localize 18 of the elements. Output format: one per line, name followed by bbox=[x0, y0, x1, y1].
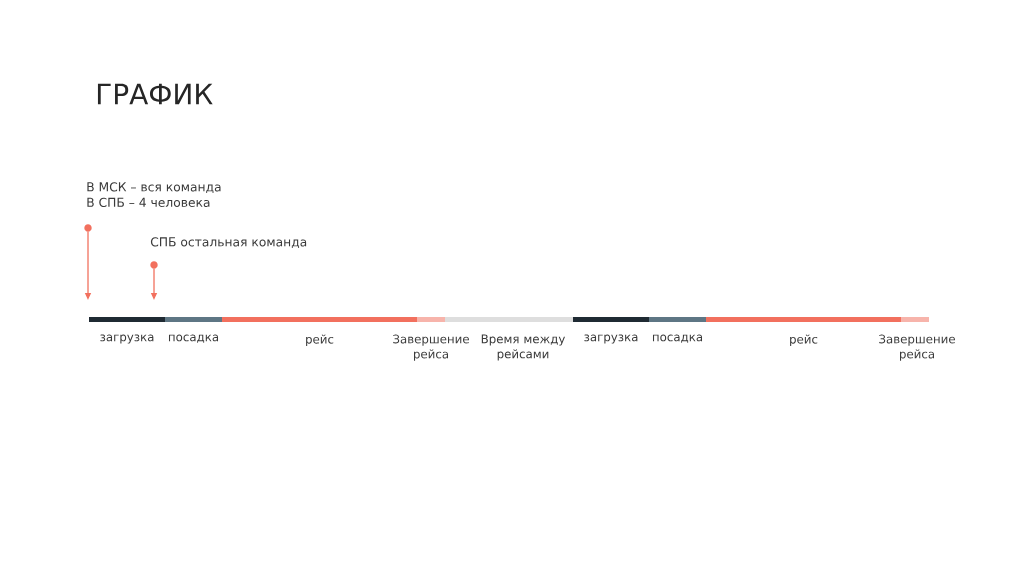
node-label: посадка bbox=[652, 334, 703, 343]
node-label: рейс bbox=[790, 334, 818, 346]
timeline-segment: Завершение рейса bbox=[393, 317, 469, 361]
timeline-segment: загрузка bbox=[89, 317, 165, 344]
title: ГРАФИК bbox=[97, 83, 213, 105]
timeline-segment: посадка bbox=[165, 317, 222, 343]
node-label: рейс bbox=[306, 334, 334, 346]
annotation-text: СПБ остальная команда bbox=[150, 237, 307, 248]
node-label: загрузка bbox=[100, 334, 154, 344]
node-label: Завершение рейса bbox=[879, 334, 955, 361]
annotation-text: В МСК – вся команда В СПБ – 4 человека bbox=[87, 182, 221, 207]
timeline-segment: загрузка bbox=[573, 317, 649, 344]
timeline-segment: посадка bbox=[649, 317, 706, 343]
node-label: Время между рейсами bbox=[481, 334, 565, 361]
node-label: Завершение рейса bbox=[393, 334, 469, 361]
timeline-segment: Завершение рейса bbox=[879, 317, 955, 361]
node-label: посадка bbox=[168, 334, 219, 343]
node-label: загрузка bbox=[584, 334, 638, 344]
